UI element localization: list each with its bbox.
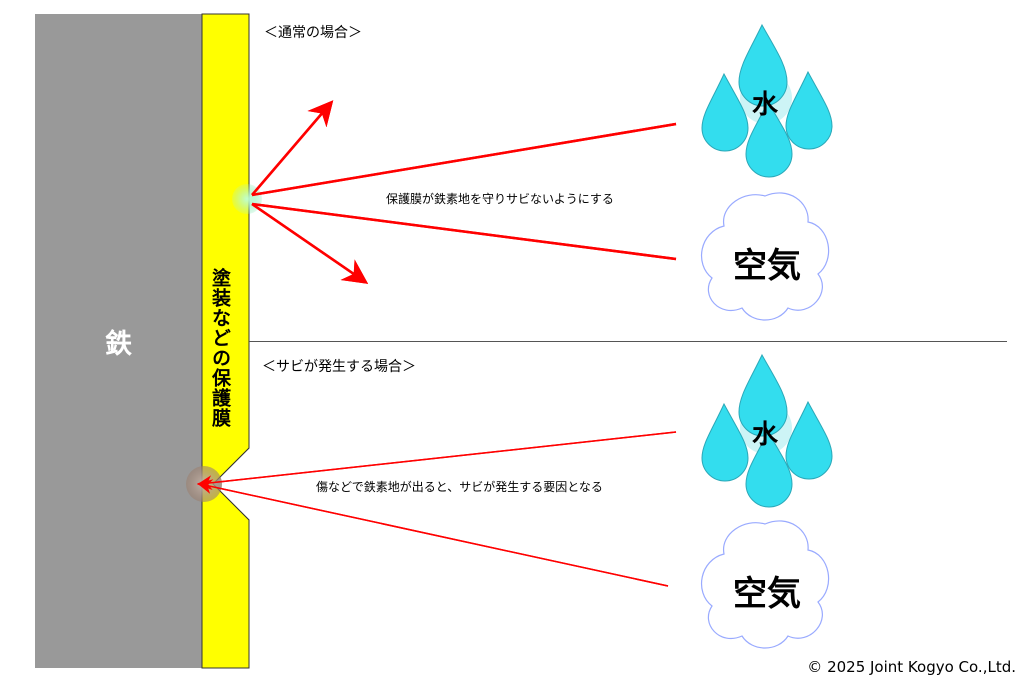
water-to-iron-arrow	[197, 431, 677, 491]
air-label-lower: 空気	[733, 574, 801, 614]
water-to-film-arrow	[251, 122, 677, 197]
protective-film-label: 塗装などの保護膜	[209, 268, 231, 428]
rust-case-heading: ＜サビが発生する場合＞	[262, 359, 416, 375]
rust-case-caption: 傷などで鉄素地が出ると、サビが発生する要因となる	[316, 480, 603, 494]
air-label-upper: 空気	[733, 246, 801, 286]
iron-block	[35, 14, 202, 668]
normal-case-caption: 保護膜が鉄素地を守りサビないようにする	[386, 192, 614, 206]
deflect-up-arrow	[251, 100, 334, 196]
air-cloud-upper	[701, 192, 830, 321]
water-label-lower: 水	[752, 420, 779, 450]
iron-label: 鉄	[105, 329, 132, 360]
air-cloud-lower	[701, 520, 830, 649]
water-label-upper: 水	[752, 90, 779, 120]
air-to-film-arrow	[251, 202, 677, 261]
air-to-iron-arrow	[197, 479, 669, 587]
water-drops-upper	[701, 23, 833, 178]
section-divider	[249, 341, 1007, 342]
water-drops-lower	[701, 353, 833, 508]
copyright-notice: © 2025 Joint Kogyo Co.,Ltd.	[807, 658, 1016, 676]
normal-case-heading: ＜通常の場合＞	[264, 25, 362, 41]
